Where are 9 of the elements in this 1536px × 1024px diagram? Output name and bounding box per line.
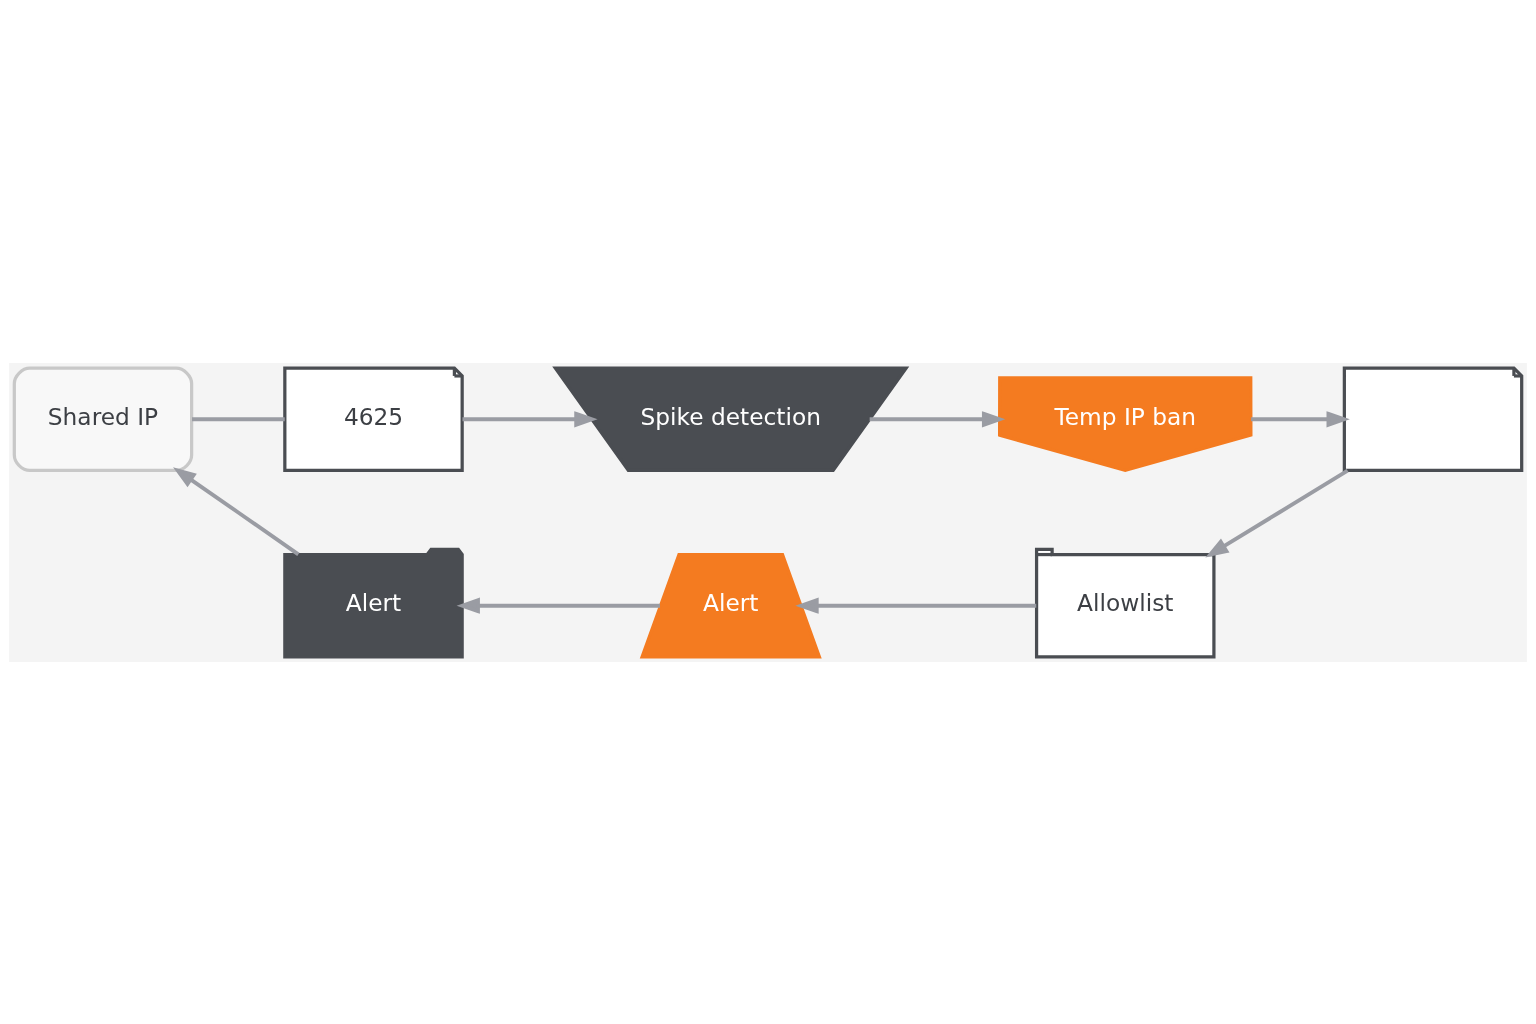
arrow — [1251, 410, 1350, 427]
arrow — [1205, 468, 1349, 558]
arrow — [869, 410, 1006, 427]
connector — [192, 416, 285, 421]
arrow — [173, 466, 300, 556]
arrow — [456, 597, 660, 614]
arrow — [462, 410, 598, 427]
node-box: Shared IP — [12, 366, 194, 472]
arrow — [795, 597, 1037, 614]
